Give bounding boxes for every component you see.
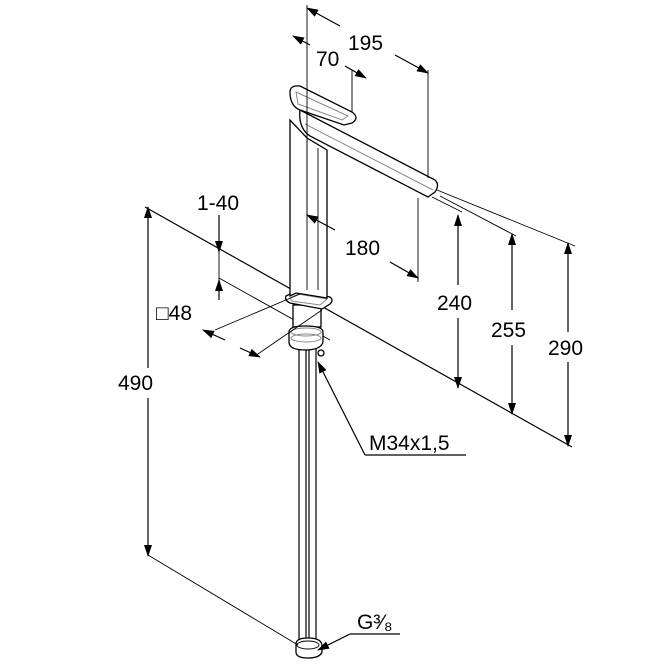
dimension-lines <box>144 7 572 651</box>
dim-48: □48 <box>156 302 192 325</box>
thread-label: M34x1,5 <box>369 432 450 455</box>
dim-240: 240 <box>437 292 472 315</box>
dim-290: 290 <box>548 337 583 360</box>
dim-70: 70 <box>316 48 339 71</box>
connection-label: G³⁄₈ <box>357 611 393 634</box>
faucet-body <box>284 85 439 659</box>
extension-lines <box>147 5 576 646</box>
dim-180: 180 <box>345 237 380 260</box>
dim-490: 490 <box>118 372 153 395</box>
dimension-labels: 195 70 180 1-40 □48 490 240 255 290 M34x… <box>118 32 583 634</box>
dim-195: 195 <box>348 32 383 55</box>
dim-255: 255 <box>491 319 526 342</box>
dim-1-40: 1-40 <box>197 192 239 215</box>
